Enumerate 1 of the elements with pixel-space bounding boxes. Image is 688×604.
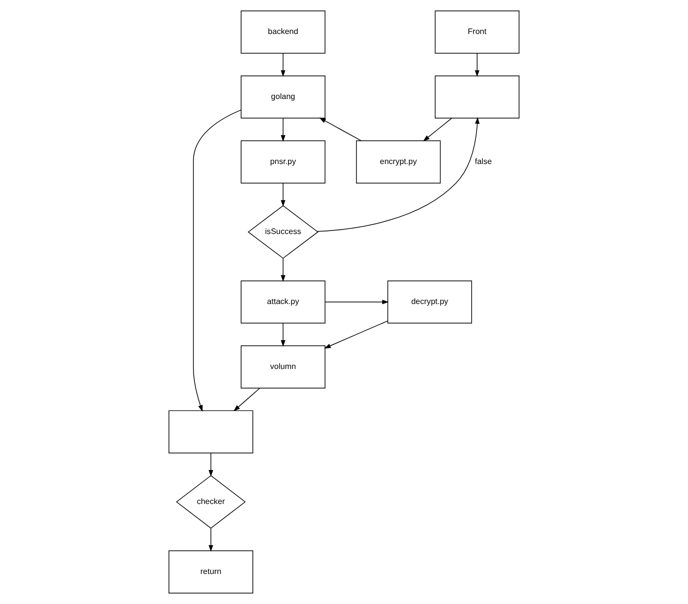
edge-label: false bbox=[474, 156, 492, 166]
